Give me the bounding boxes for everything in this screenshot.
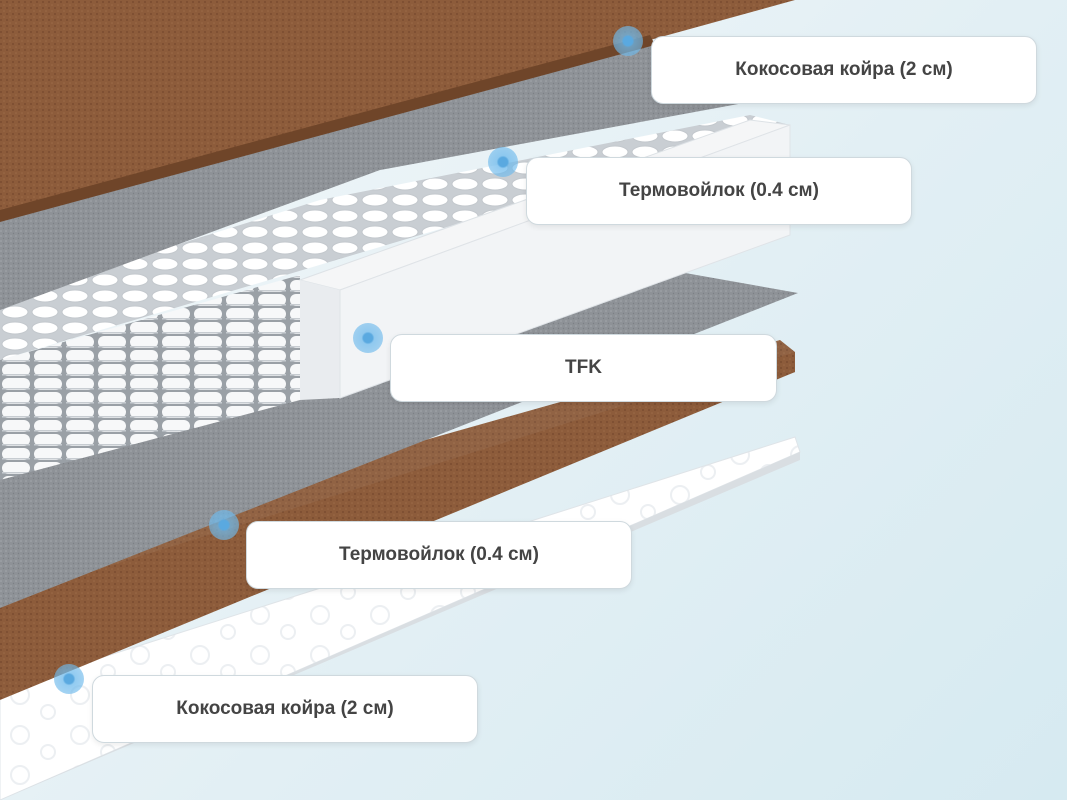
- marker-dot-top-coir: [613, 26, 643, 56]
- spring-block-side: [0, 275, 300, 480]
- label-top-felt: Термовойлок (0.4 см): [526, 157, 912, 225]
- label-bottom-coir: Кокосовая койра (2 см): [92, 675, 478, 743]
- foam-rail-side: [300, 280, 340, 400]
- marker-dot-bottom-felt: [209, 510, 239, 540]
- label-spring-block: TFK: [390, 334, 777, 402]
- marker-dot-spring-block: [353, 323, 383, 353]
- marker-dot-bottom-coir: [54, 664, 84, 694]
- marker-dot-top-felt: [488, 147, 518, 177]
- top-coir-layer: [0, 0, 795, 220]
- label-bottom-felt: Термовойлок (0.4 см): [246, 521, 632, 589]
- top-felt-layer: [0, 40, 760, 310]
- bottom-coir-slab: [0, 340, 795, 660]
- top-coir-edge: [0, 35, 655, 222]
- label-top-coir: Кокосовая койра (2 см): [651, 36, 1037, 104]
